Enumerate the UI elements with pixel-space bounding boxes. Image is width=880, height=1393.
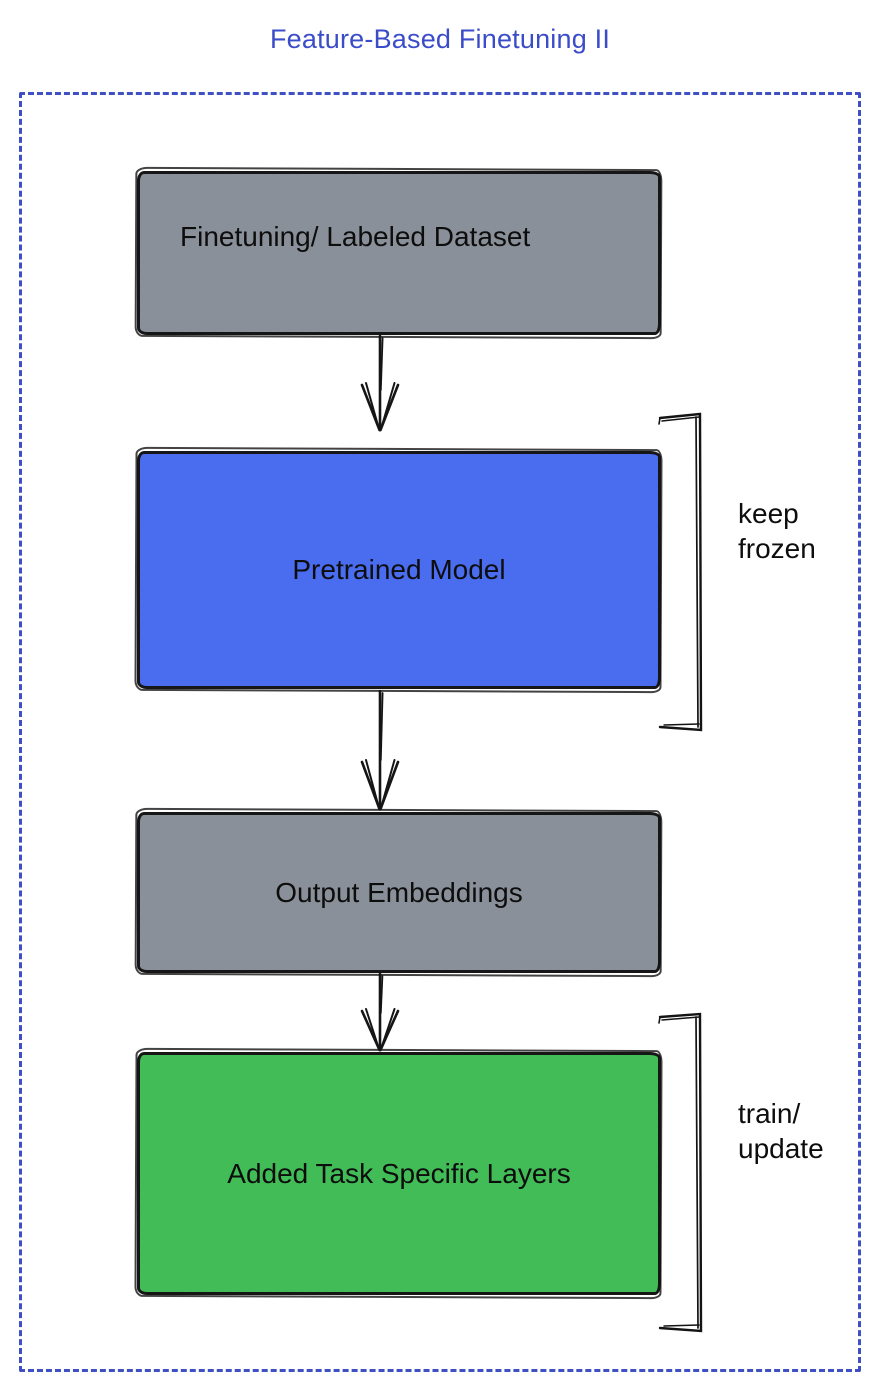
node-embeddings-label: Output Embeddings xyxy=(275,876,523,908)
arrow-down-icon xyxy=(352,690,408,811)
node-pretrained-box: Pretrained Model xyxy=(137,451,661,689)
node-dataset-box: Finetuning/ Labeled Dataset xyxy=(137,171,661,335)
arrow-down-icon xyxy=(352,973,408,1052)
node-embeddings-box: Output Embeddings xyxy=(137,812,661,973)
dashed-frame xyxy=(19,92,861,1372)
node-tasklayers-box: Added Task Specific Layers xyxy=(137,1052,661,1295)
keep-frozen-note: keep frozen xyxy=(738,498,816,564)
bracket-icon xyxy=(655,1008,707,1338)
node-tasklayers-label: Added Task Specific Layers xyxy=(227,1157,571,1189)
node-dataset-label: Finetuning/ Labeled Dataset xyxy=(180,221,531,252)
bracket-icon xyxy=(655,408,707,738)
train-update-note: train/ update xyxy=(738,1098,824,1164)
diagram-title: Feature-Based Finetuning II xyxy=(269,24,611,54)
arrow-down-icon xyxy=(352,335,408,432)
node-pretrained-label: Pretrained Model xyxy=(292,554,506,585)
